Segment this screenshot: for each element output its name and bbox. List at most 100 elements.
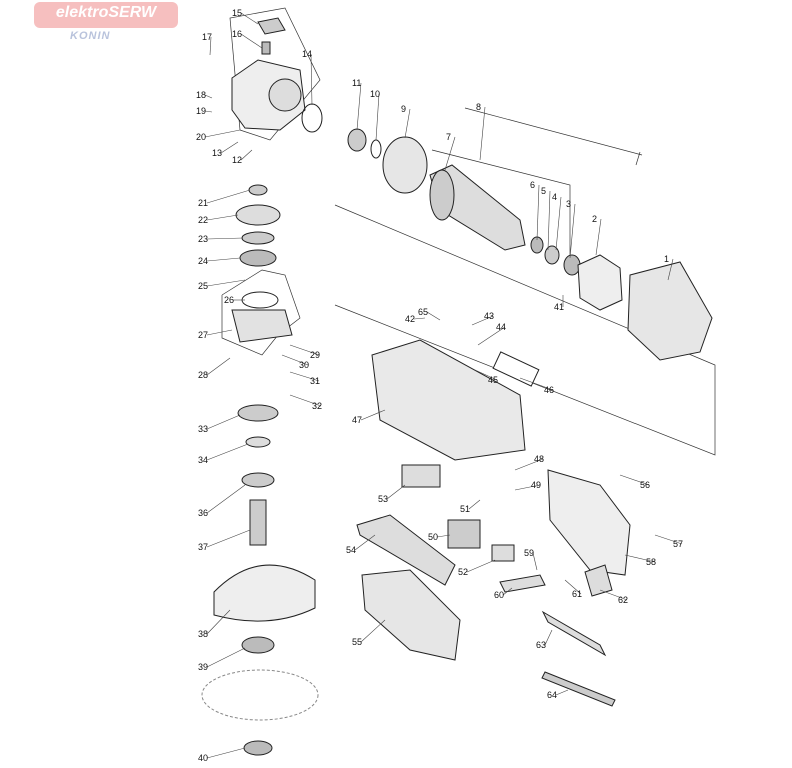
leader-line-64 bbox=[555, 689, 569, 696]
leader-line-31 bbox=[289, 371, 320, 382]
leader-line-49 bbox=[514, 484, 541, 491]
leader-line-14 bbox=[310, 53, 313, 106]
part-label-2: 2 bbox=[592, 214, 597, 224]
leader-line-34 bbox=[206, 443, 249, 461]
part-label-59: 59 bbox=[524, 548, 534, 558]
part-label-40: 40 bbox=[198, 753, 208, 763]
leader-line-7 bbox=[444, 136, 456, 171]
fan bbox=[429, 169, 455, 221]
part-label-50: 50 bbox=[428, 532, 438, 542]
rear-cover bbox=[547, 469, 631, 576]
part-label-22: 22 bbox=[198, 215, 208, 225]
ball-bearing-24 bbox=[239, 249, 277, 267]
part-label-29: 29 bbox=[310, 350, 320, 360]
washer-34 bbox=[245, 436, 271, 448]
leader-line-11 bbox=[356, 82, 362, 131]
cord-guard bbox=[541, 671, 616, 707]
leader-line-38 bbox=[206, 609, 231, 635]
leader-line-55 bbox=[360, 619, 386, 643]
slide-button bbox=[499, 574, 546, 593]
part-label-63: 63 bbox=[536, 640, 546, 650]
leader-line-25 bbox=[206, 279, 246, 287]
leader-line-65 bbox=[426, 311, 441, 321]
part-label-27: 27 bbox=[198, 330, 208, 340]
part-label-28: 28 bbox=[198, 370, 208, 380]
part-label-49: 49 bbox=[531, 480, 541, 490]
grinding-wheel bbox=[201, 669, 319, 721]
leader-line-58 bbox=[624, 554, 656, 563]
leader-line-4 bbox=[555, 196, 562, 251]
part-label-61: 61 bbox=[572, 589, 582, 599]
leader-line-5 bbox=[547, 190, 551, 251]
part-label-14: 14 bbox=[302, 49, 312, 59]
wheel-guard bbox=[213, 564, 316, 622]
leader-line-23 bbox=[206, 237, 244, 240]
part-label-21: 21 bbox=[198, 198, 208, 208]
leader-line-20 bbox=[204, 129, 241, 138]
part-label-55: 55 bbox=[352, 637, 362, 647]
part-label-19: 19 bbox=[196, 106, 206, 116]
part-label-65: 65 bbox=[418, 307, 428, 317]
part-label-23: 23 bbox=[198, 234, 208, 244]
part-label-17: 17 bbox=[202, 32, 212, 42]
part-label-18: 18 bbox=[196, 90, 206, 100]
bearing-box bbox=[231, 309, 293, 343]
part-label-58: 58 bbox=[646, 557, 656, 567]
part-label-15: 15 bbox=[232, 8, 242, 18]
baffle-plate bbox=[382, 136, 428, 194]
part-number-labels: 1234567891011121314151617181920212223242… bbox=[196, 8, 683, 763]
part-label-43: 43 bbox=[484, 311, 494, 321]
spring bbox=[261, 41, 271, 55]
bearing-5 bbox=[544, 245, 560, 265]
part-label-34: 34 bbox=[198, 455, 208, 465]
terminal-block bbox=[401, 464, 441, 488]
leader-line-48 bbox=[514, 458, 544, 471]
leader-line-18 bbox=[204, 94, 213, 99]
leader-line-53 bbox=[386, 484, 406, 500]
leader-line-12 bbox=[240, 149, 253, 161]
handle-cover bbox=[361, 569, 461, 661]
part-label-37: 37 bbox=[198, 542, 208, 552]
part-label-46: 46 bbox=[544, 385, 554, 395]
part-label-47: 47 bbox=[352, 415, 362, 425]
part-shapes bbox=[201, 17, 713, 756]
part-label-56: 56 bbox=[640, 480, 650, 490]
motor-housing bbox=[371, 339, 526, 461]
switch bbox=[447, 519, 481, 549]
switch-lever bbox=[356, 514, 456, 586]
leader-line-36 bbox=[206, 484, 246, 514]
part-label-24: 24 bbox=[198, 256, 208, 266]
leader-line-52 bbox=[466, 559, 496, 573]
logo-text: elektroSERW bbox=[55, 4, 157, 21]
part-label-42: 42 bbox=[405, 314, 415, 324]
labyrinth-ring bbox=[241, 472, 275, 488]
part-label-48: 48 bbox=[534, 454, 544, 464]
leader-line-47 bbox=[360, 409, 386, 421]
leader-line-8 bbox=[479, 106, 486, 161]
leader-line-62 bbox=[599, 589, 628, 601]
o-ring bbox=[301, 103, 323, 133]
retaining-ring bbox=[241, 231, 275, 245]
lock-button-cap bbox=[257, 17, 286, 35]
leader-line-61 bbox=[564, 579, 582, 595]
leader-line-43 bbox=[471, 315, 494, 326]
leader-line-3 bbox=[569, 203, 576, 259]
ring-33 bbox=[237, 404, 279, 422]
part-label-36: 36 bbox=[198, 508, 208, 518]
part-label-6: 6 bbox=[530, 180, 535, 190]
leader-line-46 bbox=[519, 377, 554, 391]
part-label-30: 30 bbox=[299, 360, 309, 370]
part-label-41: 41 bbox=[554, 302, 564, 312]
leader-line-10 bbox=[375, 93, 380, 141]
leader-line-15 bbox=[240, 12, 259, 25]
leader-line-50 bbox=[436, 534, 451, 538]
part-label-64: 64 bbox=[547, 690, 557, 700]
part-label-60: 60 bbox=[494, 590, 504, 600]
part-label-57: 57 bbox=[673, 539, 683, 549]
name-plate bbox=[492, 351, 540, 387]
part-label-26: 26 bbox=[224, 295, 234, 305]
leader-line-13 bbox=[220, 141, 239, 154]
leader-line-42 bbox=[413, 317, 426, 320]
part-label-39: 39 bbox=[198, 662, 208, 672]
part-label-31: 31 bbox=[310, 376, 320, 386]
